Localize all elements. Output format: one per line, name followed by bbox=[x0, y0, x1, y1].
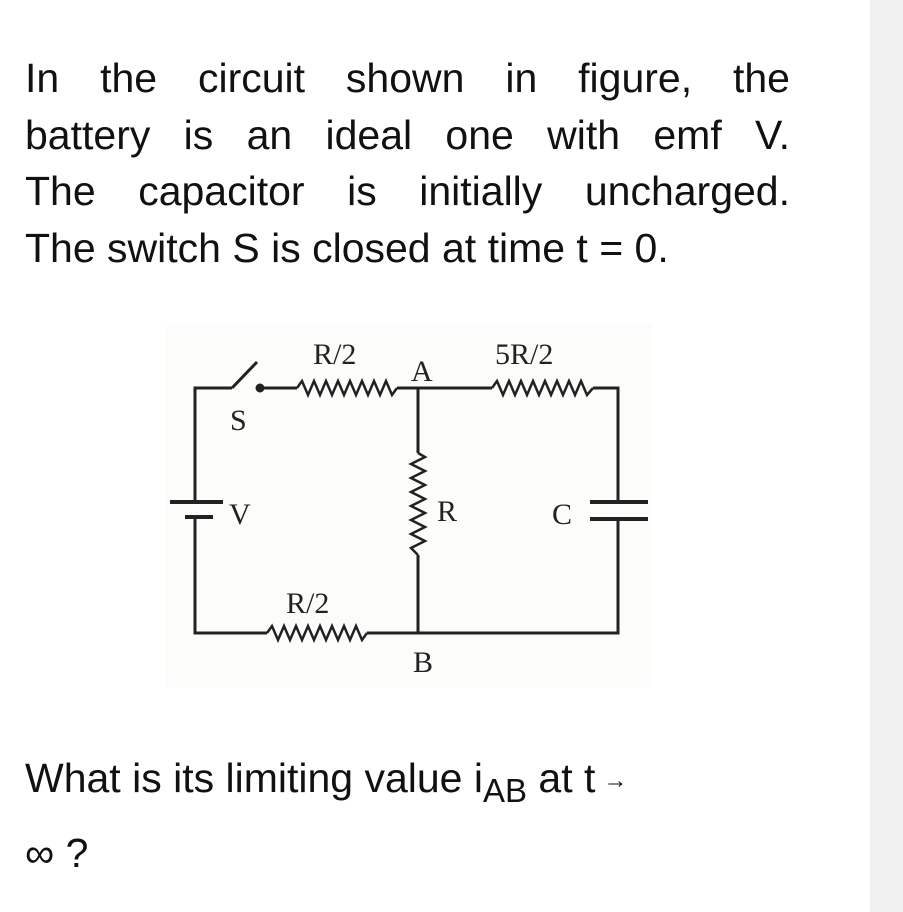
resistor-r-vertical bbox=[408, 451, 428, 556]
wire-right bbox=[593, 386, 620, 502]
resistor-r2-bottom bbox=[265, 622, 369, 644]
label-node-b: B bbox=[413, 646, 433, 679]
intro-line: battery is an ideal one with emf V. bbox=[25, 111, 790, 158]
resistor-5r2 bbox=[490, 377, 594, 399]
label-switch-s: S bbox=[230, 404, 247, 437]
wire-left-bottom bbox=[193, 517, 267, 635]
label-capacitor-c: C bbox=[552, 498, 572, 531]
intro-line: In the circuit shown in figure, the bbox=[25, 55, 790, 101]
intro-line: The capacitor is initially uncharged. bbox=[25, 168, 790, 214]
label-5r2: 5R/2 bbox=[495, 338, 553, 371]
scrollbar[interactable] bbox=[870, 0, 903, 912]
question-subscript: AB bbox=[482, 772, 527, 809]
wire-right-bottom bbox=[367, 519, 620, 635]
label-battery-v: V bbox=[229, 498, 251, 531]
label-resistor-r: R bbox=[437, 495, 457, 528]
label-r2-bottom: R/2 bbox=[286, 587, 329, 620]
intro-line: The switch S is closed at time t = 0. bbox=[25, 224, 669, 271]
wire-left bbox=[193, 386, 232, 502]
question-line-2: ∞ ? bbox=[25, 830, 89, 876]
arrow-icon: → bbox=[603, 767, 628, 794]
question: What is its limiting value iAB at t → ∞ ? bbox=[25, 742, 627, 889]
question-after: at t bbox=[527, 755, 596, 801]
label-node-a: A bbox=[411, 355, 433, 388]
label-r2-top: R/2 bbox=[313, 338, 356, 371]
resistor-r2-top bbox=[295, 377, 399, 399]
problem-statement: In the circuit shown in figure, the batt… bbox=[25, 50, 790, 276]
question-text: What is its limiting value i bbox=[25, 755, 483, 801]
question-line-1: What is its limiting value iAB at t → bbox=[25, 742, 627, 817]
switch-blade bbox=[230, 360, 259, 390]
